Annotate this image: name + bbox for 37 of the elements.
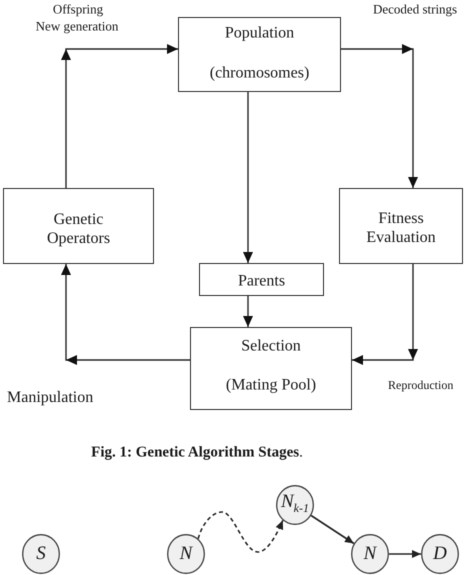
annotation-text: New generation [36, 20, 118, 34]
node-label: D [433, 543, 447, 565]
node-label: Genetic Operators [46, 210, 110, 248]
node-label: S [36, 543, 46, 565]
node-title: Selection [241, 336, 301, 356]
figure-caption: Fig. 1: Genetic Algorithm Stages. [91, 444, 303, 462]
circle-node [276, 485, 314, 525]
node-label: Parents [238, 271, 286, 290]
process-box [339, 188, 463, 264]
circle-node [167, 534, 205, 574]
process-box [178, 17, 341, 92]
annotation-text: Offspring [52, 2, 104, 18]
dashed-arrow [197, 511, 284, 553]
node-subtitle: (chromosomes) [210, 64, 310, 82]
arrow [352, 264, 418, 365]
node-label: N [364, 543, 376, 565]
node-label: Fitness Evaluation [366, 209, 436, 247]
process-box [199, 263, 324, 296]
node-title: Population [224, 24, 294, 42]
annotation-text: Decoded strings [373, 2, 458, 18]
circle-node [421, 534, 459, 574]
arrow [389, 550, 421, 558]
arrow [61, 264, 190, 365]
arrow [243, 296, 253, 327]
arrow [61, 44, 178, 188]
node-label: N$_{k-1}$ [281, 491, 309, 517]
arrow [310, 514, 354, 544]
arrow [243, 92, 253, 263]
node-label: N [180, 543, 192, 565]
annotation-text: Reproduction [388, 379, 454, 393]
process-box [190, 327, 352, 410]
node-subtitle: (Mating Pool) [226, 376, 316, 394]
circle-node [351, 534, 389, 574]
process-box [3, 188, 154, 264]
arrow [341, 44, 418, 188]
annotation-text: Manipulation [7, 388, 94, 408]
circle-node [22, 534, 60, 574]
